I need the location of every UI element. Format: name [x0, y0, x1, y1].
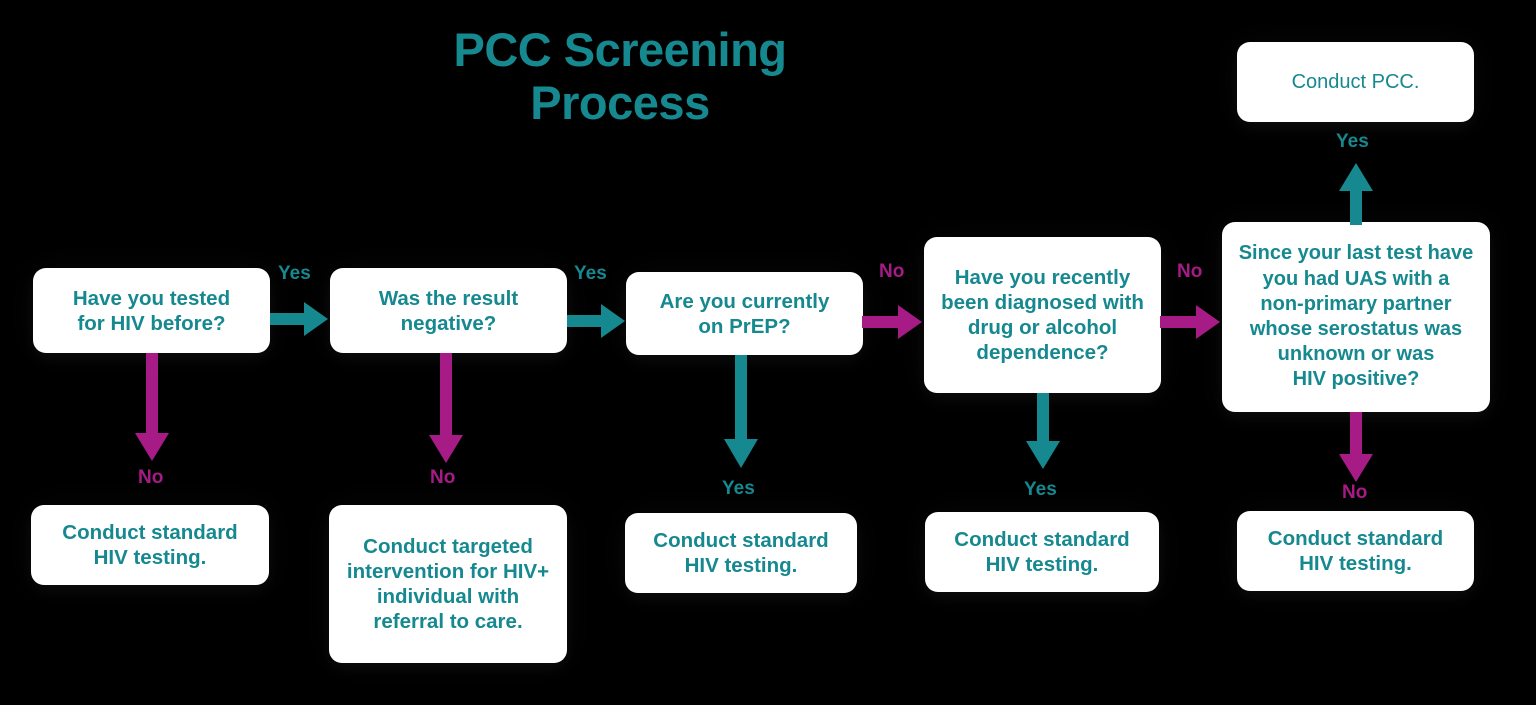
node-t3-conduct-standard-testing[interactable]: Conduct standard HIV testing. [625, 513, 857, 593]
edge-label-q3-to-q4: No [879, 261, 905, 282]
arrow-q2-to-q3 [567, 302, 627, 340]
arrow-q2-to-t2 [428, 353, 464, 465]
node-q1-have-you-tested[interactable]: Have you tested for HIV before? [33, 268, 270, 353]
arrow-q5-to-t5 [1338, 412, 1374, 484]
edge-label-q3-to-t3: Yes [722, 478, 755, 499]
node-t4-conduct-standard-testing[interactable]: Conduct standard HIV testing. [925, 512, 1159, 592]
node-q3-currently-on-prep[interactable]: Are you currently on PrEP? [626, 272, 863, 355]
edge-label-q2-to-t2: No [430, 467, 456, 488]
node-t5-conduct-standard-testing[interactable]: Conduct standard HIV testing. [1237, 511, 1474, 591]
node-q5-uas-non-primary-partner[interactable]: Since your last test have you had UAS wi… [1222, 222, 1490, 412]
node-t2-targeted-intervention[interactable]: Conduct targeted intervention for HIV+ i… [329, 505, 567, 663]
arrow-q4-to-q5 [1160, 303, 1222, 341]
edge-label-q5-to-pcc: Yes [1336, 131, 1369, 152]
arrow-q3-to-t3 [723, 355, 759, 470]
arrow-q1-to-t1 [134, 353, 170, 463]
page-title: PCC Screening Process [453, 23, 787, 129]
arrow-q1-to-q2 [270, 300, 330, 338]
edge-label-q4-to-t4: Yes [1024, 479, 1057, 500]
arrow-q5-to-pcc [1338, 163, 1374, 225]
node-t1-conduct-standard-testing[interactable]: Conduct standard HIV testing. [31, 505, 269, 585]
arrow-q3-to-q4 [862, 303, 924, 341]
edge-label-q1-to-q2: Yes [278, 263, 311, 284]
node-q2-was-result-negative[interactable]: Was the result negative? [330, 268, 567, 353]
node-conduct-pcc[interactable]: Conduct PCC. [1237, 42, 1474, 122]
edge-label-q4-to-q5: No [1177, 261, 1203, 282]
edge-label-q2-to-q3: Yes [574, 263, 607, 284]
edge-label-q1-to-t1: No [138, 467, 164, 488]
edge-label-q5-to-t5: No [1342, 482, 1368, 503]
node-q4-drug-alcohol-dependence[interactable]: Have you recently been diagnosed with dr… [924, 237, 1161, 393]
arrow-q4-to-t4 [1025, 393, 1061, 471]
